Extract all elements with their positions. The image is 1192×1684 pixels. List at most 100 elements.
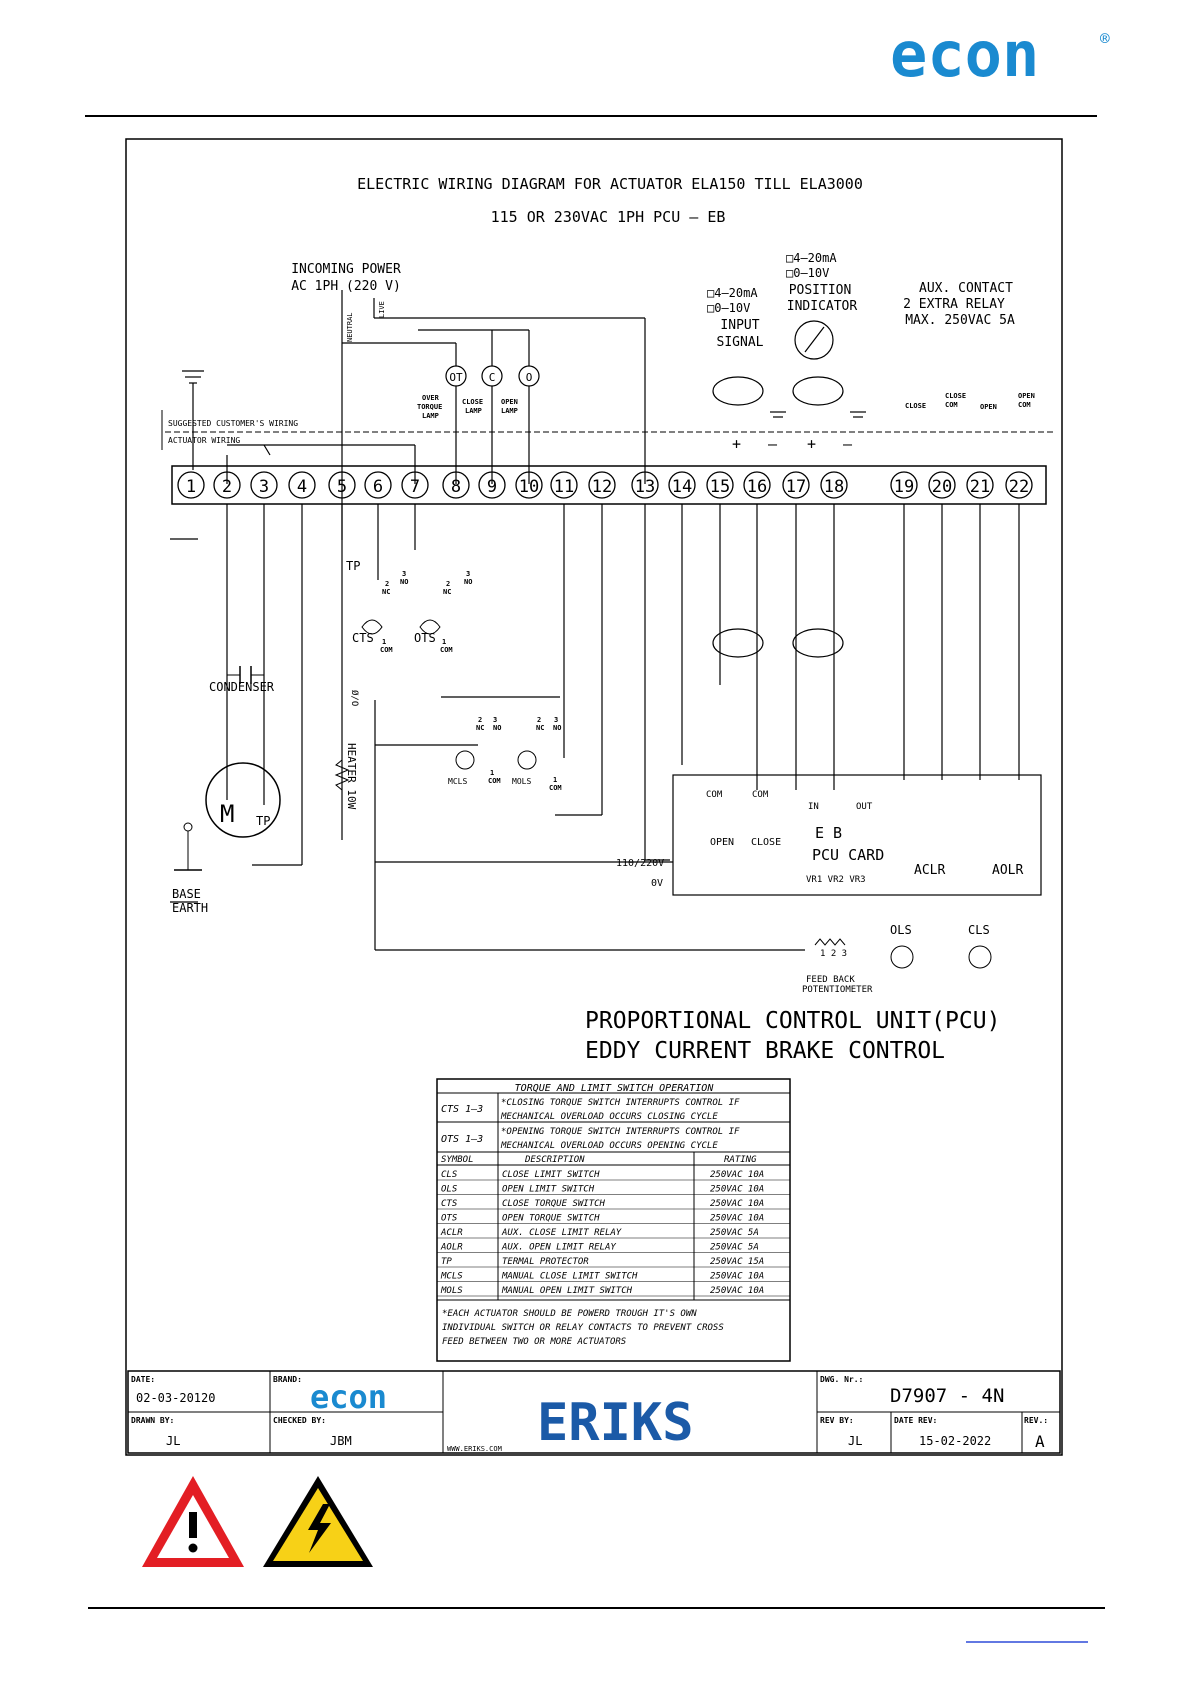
feedback-label-2: POTENTIOMETER [802,985,873,995]
date-label: DATE: [131,1375,155,1384]
table-cell-symbol: OTS [441,1214,458,1224]
table-cell-symbol: AOLR [440,1243,463,1253]
rev-value: A [1035,1432,1045,1451]
cts-nc-number: 2 [385,580,389,588]
aux-close-com-label-1: CLOSE [945,392,966,400]
table-cell-rating: 250VAC 10A [710,1170,764,1180]
table-cell-rating: 250VAC 10A [710,1185,764,1195]
mcls-nc-label: NC [476,724,484,732]
aux-close-com-label-2: COM [945,401,958,409]
ots-no-label: NO [464,578,472,586]
optional-marker: Ø/O [349,690,360,706]
checked-by-label: CHECKED BY: [273,1416,326,1425]
table-cell-symbol: OLS [441,1185,458,1195]
title-block: DATE: 02-03-20120 BRAND: econ DRAWN BY: … [127,1370,1061,1454]
diagram-subtitle: 115 OR 230VAC 1PH PCU – EB [491,208,726,226]
column-description-header: DESCRIPTION [524,1155,585,1165]
wiring-lines [226,290,1042,951]
terminal-label-19: 19 [894,477,914,497]
cts-description-2: MECHANICAL OVERLOAD OCCURS CLOSING CYCLE [500,1112,718,1122]
terminal-label-6: 6 [373,477,383,497]
brand-econ-logo: econ [310,1378,387,1416]
aclr-relay-label: ACLR [914,863,945,878]
close-lamp: C [481,365,503,387]
pcu-eb-label: E B [815,824,842,842]
checked-by-value: JBM [330,1434,352,1448]
pcu-card-label: PCU CARD [812,846,884,864]
lamp-labels: OVER TORQUE LAMP CLOSE LAMP OPEN LAMP [417,394,518,420]
mols-no-label: NO [553,724,561,732]
mcls-com-number: 1 [490,769,494,777]
table-cell-rating: 250VAC 10A [710,1199,764,1209]
terminal-label-9: 9 [487,477,497,497]
drawing-frame [125,138,1063,1456]
terminal-label-21: 21 [970,477,990,497]
terminal-label-10: 10 [519,477,539,497]
aux-close-label: CLOSE [905,402,926,410]
econ-logo-text: econ [890,18,1039,91]
position-plus: + [807,435,816,453]
table-cell-rating: 250VAC 10A [710,1272,764,1282]
aux-extra-relay-label: 2 EXTRA RELAY [903,297,1005,312]
eriks-website: WWW.ERIKS.COM [447,1445,502,1453]
potentiometer-symbol [814,938,846,946]
table-cell-symbol: MOLS [440,1286,463,1296]
table-heading: TORQUE AND LIMIT SWITCH OPERATION [515,1083,715,1094]
pcu-close-label: CLOSE [751,837,781,848]
ots-symbol: OTS 1–3 [441,1134,483,1145]
lamp-open-label-2: LAMP [501,407,518,415]
meter-needle [804,326,825,353]
cts-switch: CTS [352,619,383,645]
terminal-12 [588,471,616,499]
terminal-label-17: 17 [786,477,806,497]
table-cell-description: OPEN LIMIT SWITCH [502,1185,595,1195]
lamp-ot-label-1: OVER [422,394,440,402]
date-rev-label: DATE REV: [894,1416,937,1425]
aux-open-label: OPEN [980,403,997,411]
terminal-4 [288,471,316,499]
base-earth-terminal [183,822,193,832]
terminal-label-18: 18 [824,477,844,497]
cts-com-number: 1 [382,638,386,646]
pcu-in-label: IN [808,802,819,812]
mcls-no-number: 3 [493,716,497,724]
open-lamp: O [518,365,540,387]
date-rev-value: 15-02-2022 [919,1434,991,1448]
brand-label: BRAND: [273,1375,302,1384]
switch-operation-table: TORQUE AND LIMIT SWITCH OPERATION CTS 1–… [436,1078,791,1362]
rev-by-label: REV BY: [820,1416,854,1425]
eriks-logo: ERIKS [537,1393,694,1453]
motor-tp-label: TP [256,814,270,828]
ots-com-label: COM [440,646,453,654]
mols-nc-label: NC [536,724,544,732]
terminal-19 [890,471,918,499]
mcls-switch: MCLS [448,750,475,786]
contact-markings: 2 NC 3 NO 1 COM 2 NC 3 NO 1 COM 2 NC 3 N… [380,570,562,792]
rev-label: REV.: [1024,1416,1048,1425]
cts-no-label: NO [400,578,408,586]
table-cell-description: AUX. OPEN LIMIT RELAY [501,1243,616,1253]
cts-nc-label: NC [382,588,390,596]
pcu-com-open-label: COM [706,790,723,800]
aux-rating-label: MAX. 250VAC 5A [905,313,1015,328]
ground-symbols [170,370,866,903]
ots-com-number: 1 [442,638,446,646]
terminal-18 [820,471,848,499]
incoming-power-label: INCOMING POWER [291,262,401,277]
terminal-3 [250,471,278,499]
terminal-label-7: 7 [410,477,420,497]
terminal-14 [668,471,696,499]
pcu-card: COM COM OPEN CLOSE IN OUT E B PCU CARD 1… [616,790,1023,889]
table-note-2: INDIVIDUAL SWITCH OR RELAY CONTACTS TO P… [442,1323,724,1333]
warning-triangle-icon [142,1476,244,1567]
lamp-open-label-1: OPEN [501,398,518,406]
mols-no-number: 3 [554,716,558,724]
motor-label: M [220,800,234,828]
incoming-power-spec: AC 1PH (220 V) [291,279,401,294]
heater-resistor [334,759,350,791]
terminal-22 [1005,471,1033,499]
table-cell-rating: 250VAC 5A [710,1243,759,1253]
date-value: 02-03-20120 [136,1391,215,1405]
mcls-nc-number: 2 [478,716,482,724]
position-minus: – [843,435,853,453]
